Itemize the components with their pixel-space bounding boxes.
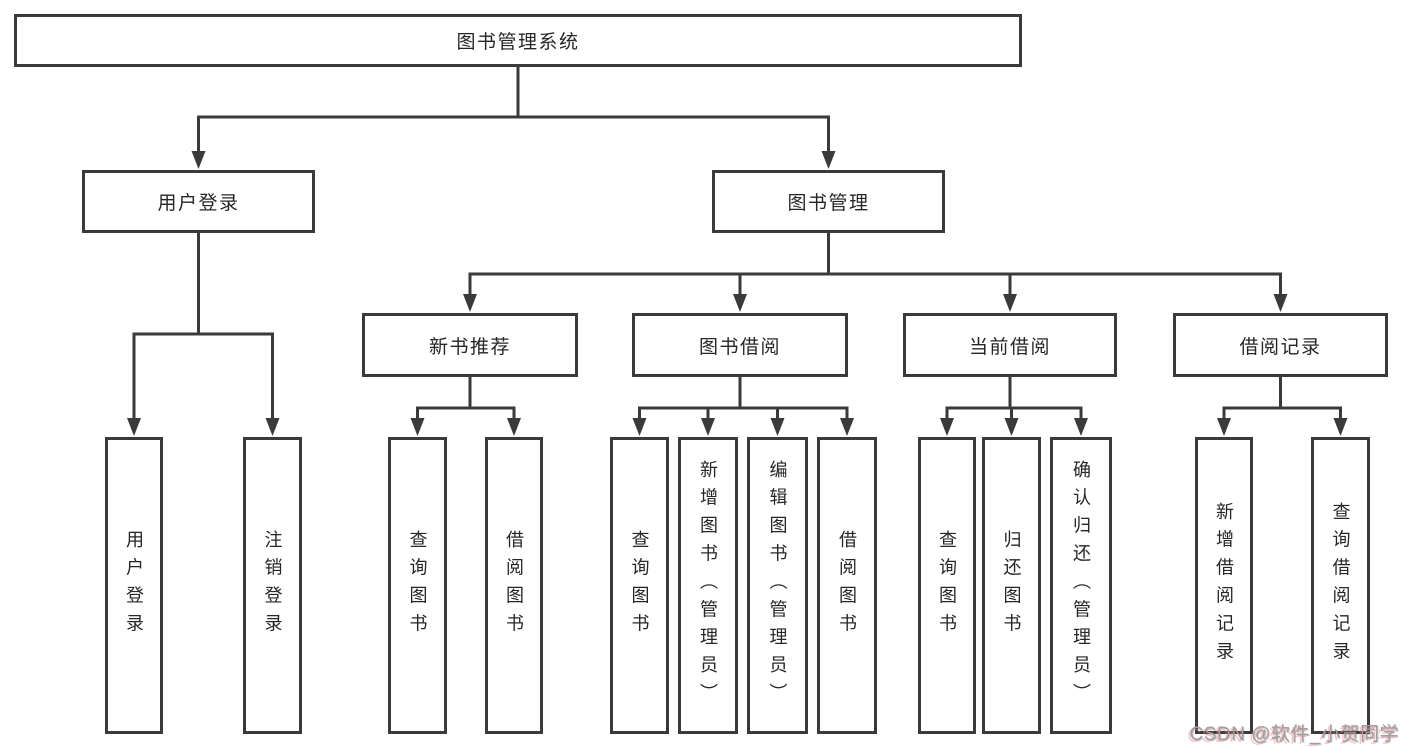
arrowhead (265, 418, 280, 436)
arrowhead (821, 151, 836, 169)
node-root: 图书管理系统 (14, 14, 1022, 67)
leaf-borrow-edit-books-admin: 编辑图书（管理员） (747, 437, 808, 734)
arrowhead (410, 418, 425, 436)
leaf-logout-label: 注销登录 (262, 529, 283, 642)
arrowhead (770, 418, 785, 436)
arrowhead (632, 418, 647, 436)
arrowhead (1004, 418, 1019, 436)
leaf-newrec-borrow-books: 借阅图书 (485, 437, 543, 734)
leaf-borrow-add-books-admin-label: 新增图书（管理员） (698, 459, 718, 712)
connector-book-borrow-to-leaves (632, 377, 854, 436)
arrowhead (840, 418, 854, 436)
leaf-newrec-borrow-books-label: 借阅图书 (504, 529, 524, 642)
leaf-records-add-record-label: 新增借阅记录 (1214, 501, 1234, 670)
node-book-borrow-label: 图书借阅 (698, 336, 781, 358)
leaf-user-login-label: 用户登录 (124, 529, 144, 642)
connector-new-book-recommend-to-leaves (410, 377, 521, 436)
leaf-borrow-add-books-admin: 新增图书（管理员） (678, 437, 738, 734)
leaf-records-query-record-label: 查询借阅记录 (1330, 501, 1351, 670)
arrowhead (507, 418, 521, 436)
leaf-user-login: 用户登录 (105, 437, 163, 734)
arrowhead (733, 294, 747, 312)
leaf-records-query-record: 查询借阅记录 (1311, 437, 1370, 734)
leaf-borrow-query-books: 查询图书 (610, 437, 669, 734)
node-new-book-recommend-label: 新书推荐 (428, 336, 511, 358)
arrowhead (127, 418, 141, 436)
connector-current-borrow-to-leaves (940, 377, 1088, 436)
connector-book-management-to-level3 (463, 233, 1288, 312)
arrowhead (701, 418, 715, 436)
leaf-borrow-query-books-label: 查询图书 (629, 529, 650, 642)
arrowhead (191, 151, 206, 169)
leaf-current-query-books-label: 查询图书 (937, 529, 957, 642)
leaf-logout: 注销登录 (243, 437, 302, 734)
node-current-borrow: 当前借阅 (903, 313, 1117, 377)
leaf-current-confirm-return-admin: 确认归还（管理员） (1050, 437, 1112, 734)
node-book-management-label: 图书管理 (787, 193, 870, 214)
leaf-borrow-edit-books-admin-label: 编辑图书（管理员） (767, 459, 788, 712)
arrowhead (1217, 418, 1231, 436)
arrowhead (940, 418, 954, 436)
leaf-newrec-query-books: 查询图书 (388, 437, 447, 734)
node-new-book-recommend: 新书推荐 (362, 313, 578, 377)
leaf-borrow-borrow-books-label: 借阅图书 (837, 529, 857, 642)
arrowhead (1273, 294, 1288, 312)
csdn-watermark: CSDN @软件_小贺同学 (1189, 724, 1399, 745)
leaf-records-add-record: 新增借阅记录 (1195, 437, 1253, 734)
leaf-newrec-query-books-label: 查询图书 (407, 529, 428, 642)
connector-root-to-level2 (191, 67, 836, 169)
node-current-borrow-label: 当前借阅 (968, 336, 1051, 358)
arrowhead (463, 294, 477, 312)
leaf-current-return-books-label: 归还图书 (1001, 529, 1022, 642)
arrowhead (1003, 294, 1017, 312)
node-book-management: 图书管理 (712, 170, 945, 233)
node-user-login-label: 用户登录 (157, 193, 240, 214)
leaf-current-return-books: 归还图书 (982, 437, 1041, 734)
node-borrow-records: 借阅记录 (1173, 313, 1388, 377)
node-root-label: 图书管理系统 (456, 32, 580, 53)
connector-borrow-records-to-leaves (1217, 377, 1348, 436)
arrowhead (1333, 418, 1348, 436)
node-book-borrow: 图书借阅 (632, 313, 848, 377)
leaf-current-query-books: 查询图书 (918, 437, 976, 734)
leaf-current-confirm-return-admin-label: 确认归还（管理员） (1071, 459, 1091, 712)
connector-user-login-to-leaves (127, 233, 280, 436)
node-borrow-records-label: 借阅记录 (1239, 336, 1322, 358)
arrowhead (1074, 418, 1088, 436)
node-user-login: 用户登录 (82, 170, 315, 233)
leaf-borrow-borrow-books: 借阅图书 (817, 437, 877, 734)
